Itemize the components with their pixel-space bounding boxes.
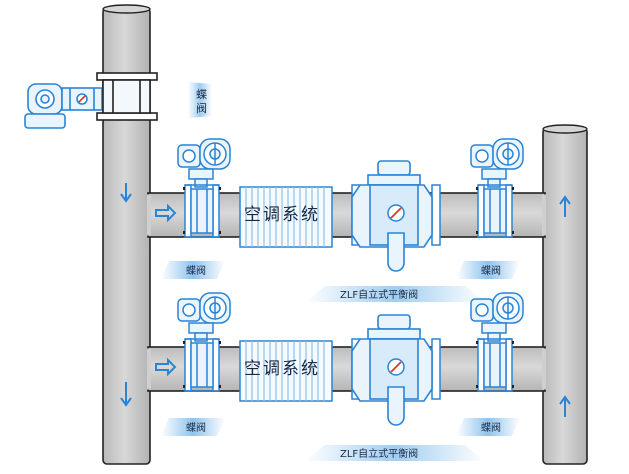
arrow-right-icon [155,203,177,223]
lower-branch: 空调系统 蝶阀 蝶阀 ZLF自立式平衡阀 [161,292,524,461]
upper-right-butterfly-label: 蝶阀 [481,264,501,277]
lower-left-butterfly-label: 蝶阀 [186,421,206,434]
upper-zlf-valve [351,160,441,272]
arrow-down-icon [120,382,132,407]
right-riser-top [542,124,588,134]
top-butterfly-valve [24,72,158,129]
left-riser-top [102,4,151,14]
lower-zlf-label: ZLF自立式平衡阀 [340,447,418,460]
arrow-down-icon [120,183,132,203]
arrow-up-icon [559,395,571,417]
top-butterfly-char-1: 蝶 [196,87,207,101]
top-butterfly-label: 蝶 阀 [188,82,212,118]
arrow-up-icon [559,195,571,217]
pipe-network [102,4,588,465]
lower-right-butterfly-label: 蝶阀 [481,421,501,434]
top-butterfly-char-2: 阀 [196,101,207,115]
arrow-right-icon [155,357,177,377]
upper-zlf-label: ZLF自立式平衡阀 [340,288,418,301]
upper-branch: 空调系统 蝶阀 蝶阀 ZLF自立式平衡阀 [161,138,524,302]
upper-ac-label: 空调系统 [244,205,320,225]
flow-arrows [120,183,571,417]
lower-zlf-valve [351,314,441,426]
lower-ac-label: 空调系统 [244,359,320,379]
upper-left-butterfly-label: 蝶阀 [186,264,206,277]
